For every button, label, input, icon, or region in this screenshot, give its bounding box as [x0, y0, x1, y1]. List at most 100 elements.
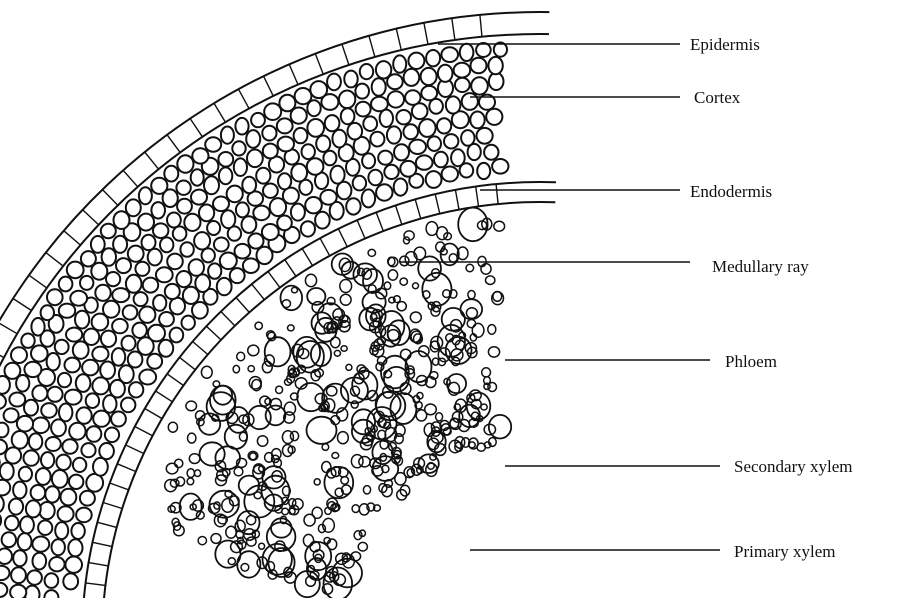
phloem-cell	[346, 364, 352, 370]
cortex-cell	[17, 416, 33, 432]
cortex-cell	[262, 224, 279, 240]
cortex-cell	[147, 354, 162, 369]
cortex-cell	[305, 197, 322, 213]
cortex-cell	[55, 522, 68, 539]
epidermis-cell-wall	[167, 135, 180, 153]
phloem-cell	[488, 347, 499, 357]
epidermis-cell-wall	[13, 299, 31, 311]
cortex-cell	[380, 110, 393, 127]
endodermis-cell-wall	[221, 312, 235, 326]
phloem-cell	[488, 325, 496, 335]
phloem-cell	[400, 278, 407, 285]
phloem-cell	[187, 469, 194, 478]
epidermis-cell-wall	[424, 23, 428, 45]
phloem-cell	[186, 401, 197, 411]
cortex-cell	[471, 77, 488, 94]
epidermis-cell-wall	[289, 64, 298, 84]
xylem-vessel	[237, 511, 259, 534]
phloem-cell	[332, 453, 339, 459]
phloem-cell	[339, 258, 350, 271]
label-endodermis: Endodermis	[690, 182, 772, 201]
epidermis-cell-wall	[315, 54, 323, 75]
cortex-cell	[470, 112, 484, 129]
endodermis-cell-wall	[268, 272, 280, 288]
phloem-cell	[486, 276, 495, 285]
phloem-cell	[327, 386, 337, 396]
cortex-cell	[428, 136, 441, 151]
cortex-cell	[126, 275, 142, 293]
cortex-cell	[192, 302, 208, 319]
phloem-cell	[468, 291, 475, 299]
cortex-cell	[421, 68, 437, 85]
cortex-cell	[247, 150, 263, 168]
phloem-cell	[388, 270, 397, 280]
cortex-cell	[451, 149, 465, 166]
cortex-cell	[194, 232, 210, 249]
cortex-cell	[0, 480, 10, 496]
cortex-cell	[143, 278, 158, 293]
cortex-cell	[5, 447, 21, 463]
cortex-cell	[462, 93, 478, 110]
cortex-cell	[170, 328, 184, 343]
cortex-cell	[132, 323, 146, 338]
phloem-cell	[168, 422, 177, 432]
cortex-cell	[419, 119, 436, 137]
cortex-cell	[29, 433, 42, 449]
phloem-cell	[338, 432, 349, 444]
cortex-cell	[47, 387, 62, 402]
endodermis-cell-wall	[206, 326, 221, 340]
cortex-cell	[429, 99, 443, 114]
cortex-cell	[325, 115, 340, 131]
cortex-cell	[476, 43, 491, 57]
xylem-vessel	[266, 406, 286, 426]
phloem-cell	[341, 346, 347, 352]
xylem-vessel	[225, 425, 247, 449]
cortex-cell	[362, 153, 375, 168]
cortex-cell	[65, 390, 82, 405]
cortex-cell	[376, 184, 392, 200]
phloem-cell	[255, 322, 262, 329]
cortex-cell	[11, 347, 27, 363]
xylem-vessel	[265, 337, 291, 366]
endodermis-cell-wall	[117, 464, 135, 472]
phloem-cell	[351, 401, 358, 408]
cortex-cell	[301, 221, 315, 236]
cortex-cell	[339, 91, 355, 109]
cortex-cell	[191, 169, 204, 185]
phloem-cell	[198, 537, 206, 545]
endodermis-cell-wall	[338, 229, 347, 247]
cortex-cell	[330, 166, 344, 184]
phloem-cell	[248, 345, 259, 356]
phloem-cell	[305, 274, 316, 286]
phloem-cell	[276, 386, 283, 393]
cortex-cell	[159, 340, 174, 357]
cortex-cell	[100, 362, 115, 379]
phloem-cell	[359, 457, 370, 467]
phloem-cell	[254, 492, 261, 499]
cortex-cell	[294, 128, 308, 143]
cortex-cell	[363, 116, 377, 131]
phloem-cell	[237, 352, 245, 361]
endodermis-cell-wall	[252, 284, 265, 300]
cortex-cell	[86, 393, 99, 408]
cortex-cell	[291, 204, 305, 221]
diagram-labels: Epidermis Cortex Endodermis Medullary ra…	[690, 35, 853, 561]
cortex-cell	[153, 295, 166, 311]
cortex-cell	[81, 443, 95, 457]
xylem-vessel	[267, 522, 296, 551]
cortex-cell	[388, 91, 404, 107]
cortex-cell	[112, 319, 128, 333]
cortex-cell	[327, 74, 341, 91]
phloem-cell	[270, 399, 281, 410]
label-medullary-ray: Medullary ray	[712, 257, 809, 276]
cortex-cell	[221, 210, 235, 228]
cortex-cell	[102, 248, 116, 266]
phloem-cell	[436, 413, 443, 421]
cortex-cell	[41, 452, 54, 468]
epidermis-cell-wall	[0, 323, 17, 334]
cortex-cell	[0, 439, 7, 454]
cortex-cell	[405, 90, 420, 105]
cortex-cell	[316, 136, 330, 152]
cortex-cell	[315, 212, 330, 229]
cortex-cell	[55, 340, 69, 354]
